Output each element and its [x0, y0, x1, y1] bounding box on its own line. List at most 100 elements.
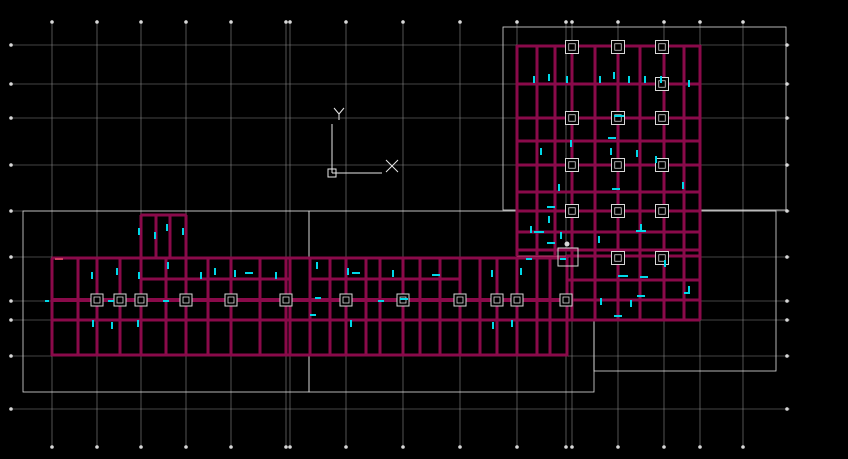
axis-bubble-top: [458, 20, 462, 24]
axis-bubble-right: [785, 255, 789, 259]
axis-bubble-right: [785, 354, 789, 358]
axis-bubble-bottom: [401, 445, 405, 449]
beam-vertical: [258, 258, 262, 356]
column-inner: [93, 296, 101, 304]
beam-horizontal: [566, 318, 700, 322]
rebar-annotation: [660, 76, 662, 83]
rebar-annotation: [137, 320, 139, 327]
axis-bubble-top: [288, 20, 292, 24]
rebar-annotation: [492, 322, 494, 329]
beam-vertical: [570, 45, 574, 256]
beam-vertical: [682, 45, 686, 256]
beam-horizontal: [517, 139, 700, 143]
column-inner: [513, 296, 521, 304]
rebar-annotation: [614, 315, 622, 317]
rebar-annotation: [316, 262, 318, 269]
rebar-annotation: [520, 268, 522, 275]
rebar-annotation: [682, 182, 684, 189]
axis-bubble-left: [9, 163, 13, 167]
axis-bubble-bottom: [95, 445, 99, 449]
column-inner: [614, 161, 622, 169]
rebar-annotation: [618, 275, 628, 277]
column-outer: [655, 251, 669, 265]
axis-bubble-left: [9, 209, 13, 213]
rebar-annotation: [315, 297, 321, 299]
rebar-annotation: [138, 228, 140, 235]
rebar-annotation: [640, 276, 648, 278]
rebar-annotation: [530, 226, 532, 233]
axis-bubble-bottom: [344, 445, 348, 449]
axis-bubble-bottom: [698, 445, 702, 449]
column-outer: [453, 293, 467, 307]
column-inner: [493, 296, 501, 304]
beam-vertical: [378, 258, 382, 356]
column-outer: [559, 293, 573, 307]
axis-bubble-bottom: [288, 445, 292, 449]
column-outer: [611, 204, 625, 218]
axis-bubble-top: [344, 20, 348, 24]
red-marker: [55, 258, 63, 260]
axis-bubble-left: [9, 82, 13, 86]
column-outer: [655, 158, 669, 172]
column-inner: [227, 296, 235, 304]
rebar-annotation: [111, 322, 113, 329]
beam-vertical: [515, 258, 519, 356]
rebar-annotation: [214, 268, 216, 275]
column-inner: [658, 161, 666, 169]
rebar-annotation: [138, 272, 140, 279]
rebar-annotation: [684, 292, 690, 294]
beam-vertical: [118, 258, 122, 356]
rebar-annotation: [548, 216, 550, 223]
beam-vertical: [184, 215, 188, 258]
axis-bubble-top: [741, 20, 745, 24]
column-outer: [611, 111, 625, 125]
rebar-annotation: [560, 232, 562, 239]
rebar-annotation: [628, 76, 630, 83]
rebar-annotation: [570, 140, 572, 147]
column-inner: [182, 296, 190, 304]
axis-bubble-left: [9, 255, 13, 259]
rebar-annotation: [167, 262, 169, 269]
beam-horizontal: [566, 298, 700, 302]
rebar-annotation: [234, 270, 236, 277]
rebar-annotation: [534, 231, 544, 233]
rebar-annotation: [154, 232, 156, 239]
axis-bubble-top: [95, 20, 99, 24]
rebar-annotation: [610, 148, 612, 155]
axis-bubble-right: [785, 318, 789, 322]
rebar-annotation: [613, 72, 615, 79]
rebar-annotation: [640, 224, 642, 231]
column-outer: [611, 40, 625, 54]
rebar-annotation: [182, 228, 184, 235]
rebar-annotation: [547, 242, 555, 244]
beam-vertical: [164, 258, 168, 356]
rebar-annotation: [163, 300, 169, 302]
axis-bubble-bottom: [564, 445, 568, 449]
axis-bubble-bottom: [50, 445, 54, 449]
beam-vertical: [535, 258, 539, 356]
beam-horizontal: [517, 230, 700, 234]
beam-vertical: [553, 45, 557, 256]
column-inner: [568, 207, 576, 215]
rebar-annotation: [392, 270, 394, 277]
rebar-annotation: [548, 74, 550, 81]
rebar-annotation: [560, 258, 566, 260]
beam-vertical: [401, 258, 405, 356]
column-outer: [655, 111, 669, 125]
rebar-annotation: [91, 272, 93, 279]
beam-horizontal: [517, 209, 700, 213]
axis-bubble-right: [785, 407, 789, 411]
ucs-y-glyph-b: [338, 107, 345, 115]
rebar-annotation: [655, 156, 657, 163]
beam-vertical: [515, 45, 519, 256]
beam-vertical: [616, 256, 620, 320]
beam-vertical: [229, 258, 233, 356]
ucs-x-glyph-b: [385, 159, 399, 173]
rebar-annotations: [45, 72, 690, 329]
rebar-annotation: [630, 300, 632, 307]
beam-vertical: [616, 45, 620, 256]
beam-vertical: [328, 258, 332, 356]
ucs-origin-box: [327, 168, 337, 178]
